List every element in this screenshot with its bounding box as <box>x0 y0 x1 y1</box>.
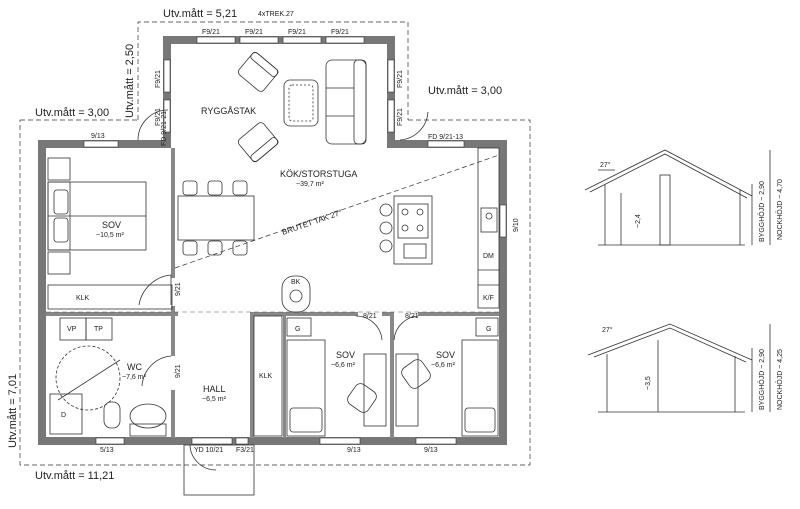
window-label: F9/21 <box>397 70 404 88</box>
room-sov3: SOV <box>436 350 455 360</box>
fixture-label: KLK <box>76 295 90 302</box>
section-labels: 27° ~2,4 BYGGHÖJD ~ 2,90 NOCKHÖJD ~ 4,70… <box>600 161 784 410</box>
dining-set <box>177 180 255 256</box>
kitchen-island <box>379 195 433 265</box>
area-kok: ~39,7 m² <box>296 181 324 188</box>
section-label: BYGGHÖJD ~ 2,90 <box>758 181 766 242</box>
bathroom-fixtures <box>49 317 167 437</box>
dim-top: Utv.mått = 5,21 <box>163 8 237 20</box>
dimension-frames <box>19 21 531 466</box>
room-sov1: SOV <box>102 220 121 230</box>
section-top <box>584 149 771 246</box>
dim-left-vertical: Utv.mått = 7,01 <box>7 374 19 448</box>
room-ryggastak: RYGGÅSTAK <box>201 106 256 116</box>
door-label: 9/21 <box>175 364 182 378</box>
section-label: ~3,5 <box>645 376 652 390</box>
section-label: NOCKHÖJD ~ 4,70 <box>776 179 784 240</box>
fixture-label: TP <box>94 326 103 333</box>
room-wc: WC <box>127 362 142 372</box>
door-swings <box>137 109 429 471</box>
window-openings <box>83 36 507 445</box>
dim-left-horizontal: Utv.mått = 3,00 <box>35 107 109 119</box>
roof-note: BRUTET TAK 27° <box>281 208 344 237</box>
fixture-label: VP <box>67 326 77 333</box>
door-label: 8/21 <box>405 313 419 320</box>
section-label: 27° <box>600 161 611 169</box>
window-label: FD 9/21-21 <box>161 111 168 146</box>
dim-top-left-vertical: Utv.mått = 2,50 <box>124 44 136 118</box>
room-sov2: SOV <box>336 350 355 360</box>
section-label: BYGGHÖJD ~ 2,90 <box>758 349 766 410</box>
window-label: 5/13 <box>100 447 114 454</box>
fixture-label: D <box>61 412 66 419</box>
door-label: 8/21 <box>363 313 377 320</box>
room-kok: KÖK/STORSTUGA <box>280 169 357 179</box>
door-label: 9/21 <box>175 282 182 296</box>
fixture-label: K/F <box>483 295 494 302</box>
area-hall: ~6,5 m² <box>202 396 227 403</box>
window-label: FD 9/21-13 <box>428 134 463 141</box>
fixture-label: G <box>295 326 300 333</box>
dim-top-note: 4xTREK.27 <box>258 11 294 18</box>
window-label: F9/21 <box>331 29 349 36</box>
entry-porch <box>183 444 255 496</box>
section-label: NOCKHÖJD ~ 4,25 <box>776 349 784 410</box>
window-label: F9/21 <box>155 108 162 126</box>
section-label: 27° <box>602 326 613 334</box>
double-bed <box>47 157 173 310</box>
window-label: F9/21 <box>397 108 404 126</box>
window-label: F9/21 <box>155 70 162 88</box>
window-labels: F9/21 F9/21 F9/21 F9/21 F9/21 F9/21 F9/2… <box>91 29 520 454</box>
fixture-label: KLK <box>259 373 273 380</box>
section-bottom <box>587 323 771 413</box>
fixture-labels: BK DM K/F KLK KLK VP TP D G G <box>61 253 494 419</box>
dimension-labels: Utv.mått = 5,21 4xTREK.27 Utv.mått = 2,5… <box>7 8 502 482</box>
area-sov3: ~6,6 m² <box>431 362 456 369</box>
roof-break-line <box>174 154 500 269</box>
room-hall: HALL <box>203 384 226 394</box>
area-sov1: ~10,5 m² <box>96 232 124 239</box>
interior-walls <box>46 148 499 438</box>
window-label: 9/10 <box>513 218 520 232</box>
lounge-furniture <box>237 51 367 163</box>
door-labels: 9/21 9/21 8/21 8/21 <box>175 282 419 378</box>
dim-right-horizontal: Utv.mått = 3,00 <box>428 85 502 97</box>
window-label: YD 10/21 <box>194 447 223 454</box>
window-label: F9/21 <box>245 29 263 36</box>
area-wc: ~7,6 m² <box>122 374 147 381</box>
fireplace <box>281 275 311 313</box>
window-label: F9/21 <box>288 29 306 36</box>
room-labels: RYGGÅSTAK KÖK/STORSTUGA ~39,7 m² SOV ~10… <box>96 106 456 403</box>
dim-bottom: Utv.mått = 11,21 <box>35 470 114 482</box>
fixture-label: BK <box>291 279 301 286</box>
window-label: F9/21 <box>202 29 220 36</box>
kitchen-counter <box>477 147 500 309</box>
window-label: F3/21 <box>236 447 254 454</box>
area-sov2: ~6,6 m² <box>331 362 356 369</box>
exterior-walls <box>38 36 507 445</box>
fixture-label: G <box>486 326 491 333</box>
window-label: 9/13 <box>347 447 361 454</box>
section-label: ~2,4 <box>635 214 642 228</box>
bedroom-furniture <box>253 315 499 437</box>
window-label: 9/13 <box>424 447 438 454</box>
window-label: 9/13 <box>91 133 105 140</box>
fixture-label: DM <box>483 253 494 260</box>
